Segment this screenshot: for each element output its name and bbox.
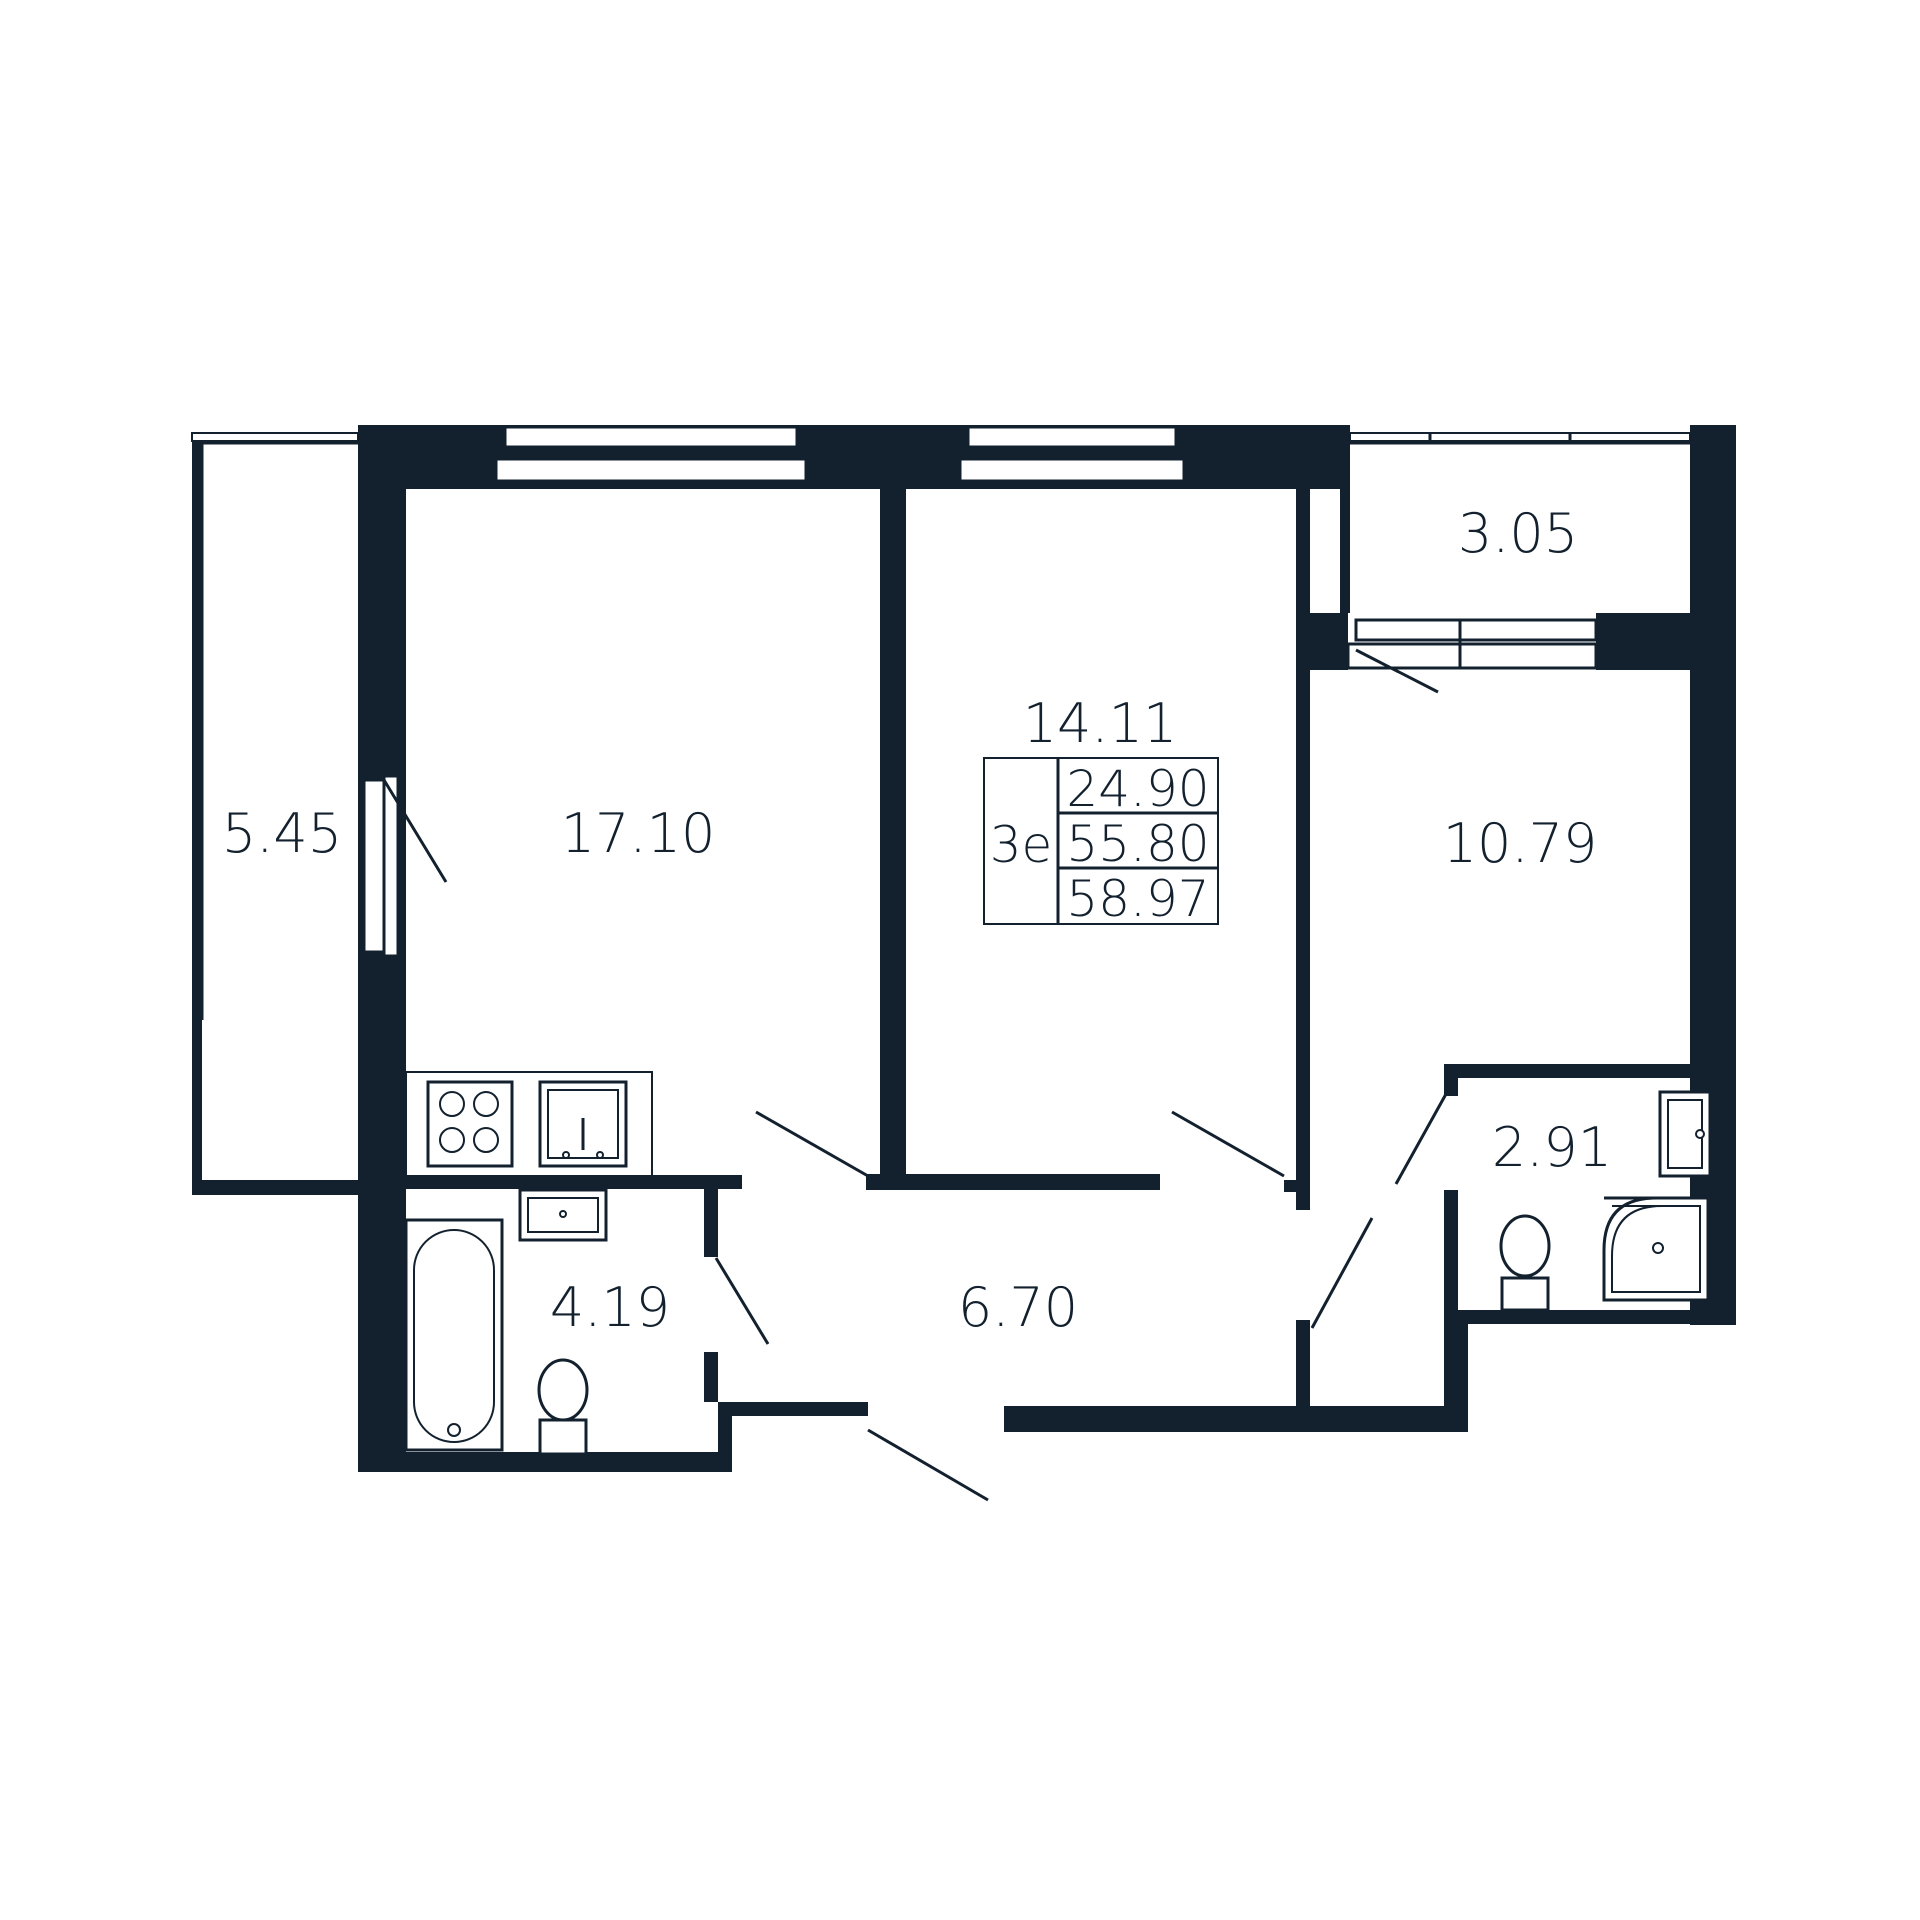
area-table: 3е 24.90 55.80 58.97 <box>983 757 1219 928</box>
label-bathroom: 4.19 <box>550 1276 670 1339</box>
area-total: 55.80 <box>1066 815 1209 873</box>
area-total-with-balcony: 58.97 <box>1066 870 1209 928</box>
apartment-type: 3е <box>990 816 1053 874</box>
doors <box>382 648 1448 1502</box>
label-bedroom: 14.11 <box>1023 692 1178 755</box>
area-living: 24.90 <box>1066 760 1209 818</box>
room-labels: 5.45 17.10 14.11 3.05 10.79 4.19 6.70 2.… <box>222 502 1612 1339</box>
fixtures <box>404 1071 1712 1456</box>
label-room-right: 10.79 <box>1443 812 1598 875</box>
label-balcony-right: 3.05 <box>1458 502 1578 565</box>
label-loggia-left: 5.45 <box>222 802 342 865</box>
label-hallway: 6.70 <box>958 1276 1078 1339</box>
windows <box>191 425 1691 1020</box>
label-kitchen-living: 17.10 <box>561 802 716 865</box>
label-wc: 2.91 <box>1492 1116 1612 1179</box>
